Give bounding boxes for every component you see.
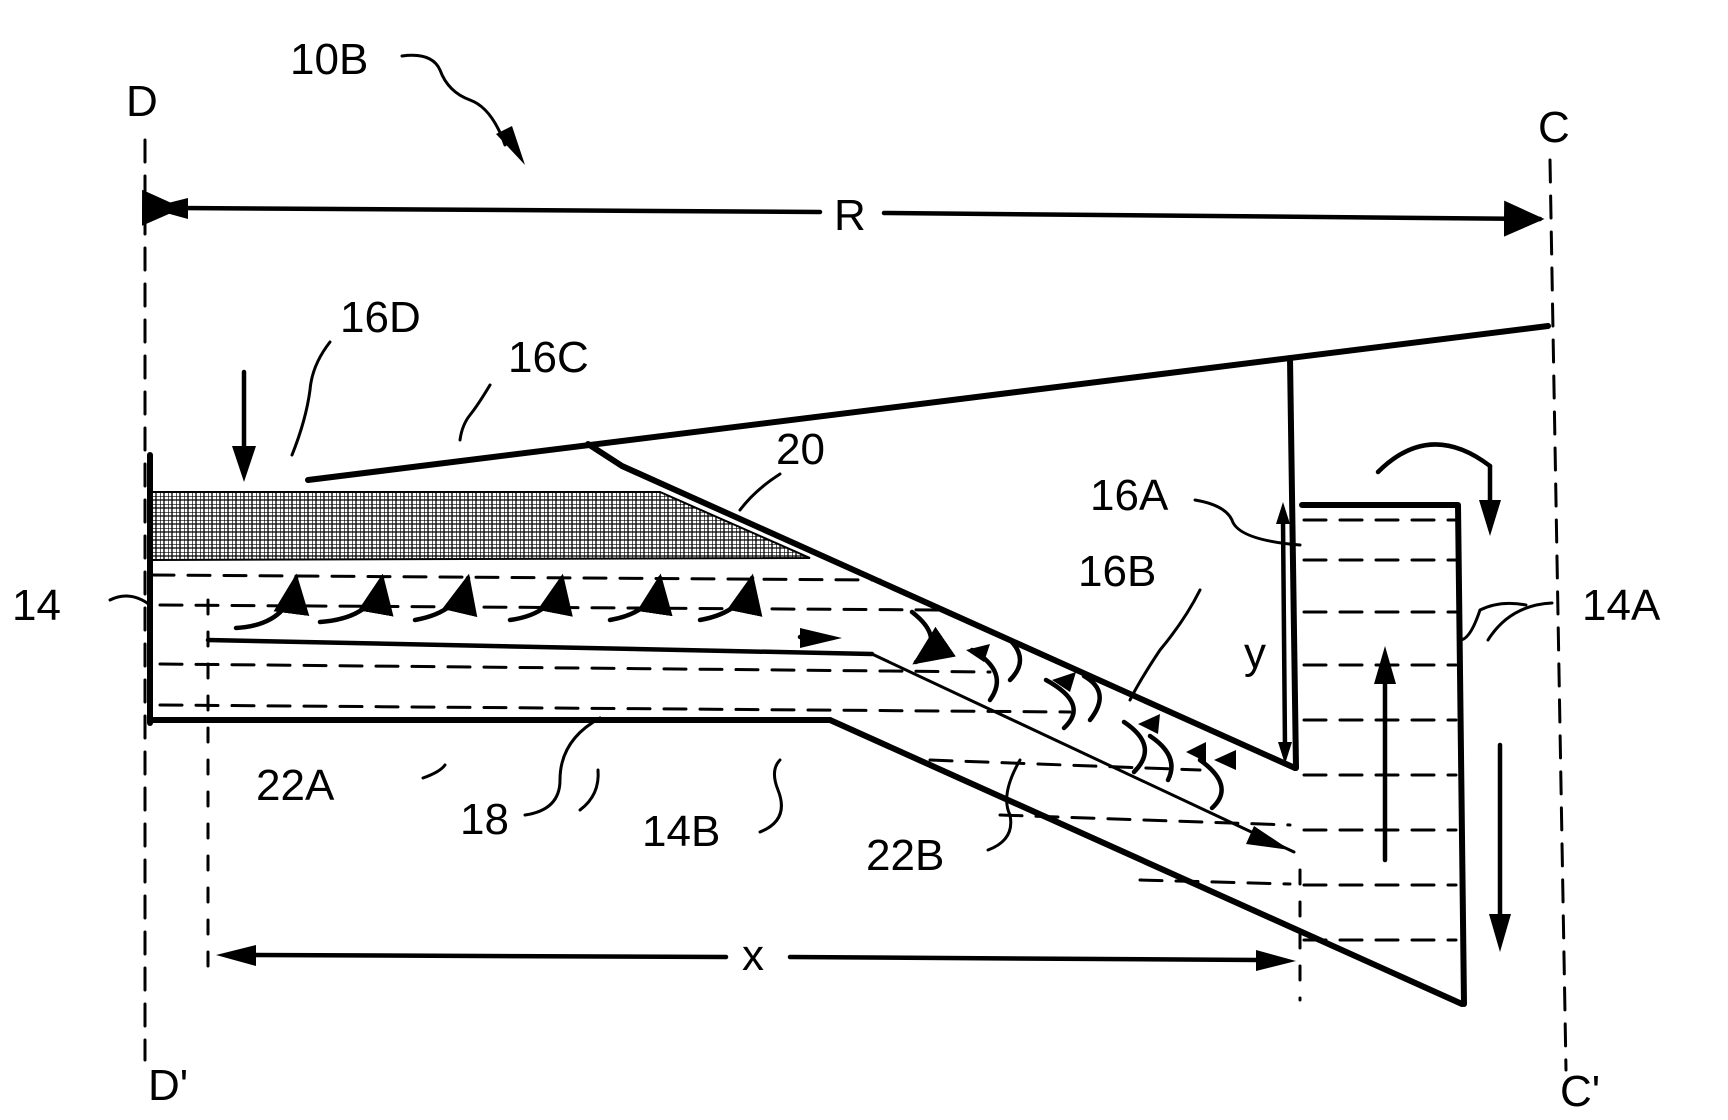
water-line	[158, 662, 992, 674]
label-18: 18	[460, 795, 509, 844]
arrowhead-x-right	[1256, 950, 1296, 971]
label-D: D	[126, 77, 158, 126]
label-22B: 22B	[866, 831, 944, 880]
label-16C: 16C	[508, 333, 589, 382]
label-10B: 10B	[290, 35, 368, 84]
label-20: 20	[776, 425, 825, 474]
water-line	[158, 703, 1072, 714]
label-C-prime: C'	[1560, 1067, 1600, 1116]
dimension-R-line-right	[881, 200, 1545, 237]
ref-10B-arrowhead	[496, 126, 525, 165]
dimension-x-line-left	[247, 952, 729, 960]
label-16D: 16D	[340, 293, 421, 342]
water-line	[928, 758, 1202, 772]
arrowhead-y-bottom	[1278, 742, 1292, 764]
arrowhead-x-left	[216, 945, 256, 966]
label-22A: 22A	[256, 761, 335, 810]
water-line	[998, 813, 1292, 827]
arrowhead-y-top	[1276, 502, 1290, 524]
water-line	[158, 603, 942, 612]
vertical-baffle-16A	[1287, 355, 1299, 771]
flow-channel-slope	[870, 652, 1296, 854]
upflow-arrows	[233, 573, 763, 631]
flow-arrow-horizontal-head	[800, 628, 842, 648]
dimension-R-line-left	[141, 189, 823, 226]
label-16A: 16A	[1090, 471, 1169, 520]
label-16B: 16B	[1078, 547, 1156, 596]
sloped-bottom-14B	[827, 717, 1465, 1007]
water-line	[1138, 878, 1292, 886]
leader-lines	[108, 53, 1554, 852]
inlet-arrow-head	[232, 446, 256, 482]
dimension-x-line-right	[787, 954, 1261, 963]
label-D-prime: D'	[148, 1061, 188, 1110]
upper-wall-16C	[305, 323, 1551, 483]
label-14B: 14B	[642, 807, 720, 856]
dimension-y-line	[1280, 517, 1288, 751]
flow-channel-top	[205, 637, 875, 657]
flow-arrow-sloped-head	[1246, 826, 1290, 850]
label-x: x	[742, 931, 764, 980]
eddy-arrowheads	[966, 644, 1236, 770]
flow-arrow-down-head	[1489, 914, 1511, 952]
flow-arrow-up-head	[1374, 646, 1396, 684]
overflow-arrow	[1375, 442, 1493, 475]
label-R: R	[834, 191, 866, 240]
eddy-arrows	[909, 609, 1224, 811]
centerline-C	[1548, 158, 1568, 1072]
arrowhead-R-left	[148, 198, 188, 219]
overflow-arrow-head	[1479, 500, 1501, 536]
water-line	[150, 573, 882, 582]
label-14A: 14A	[1582, 581, 1661, 630]
label-y: y	[1244, 629, 1266, 678]
sludge-blanket	[149, 491, 811, 562]
label-14: 14	[12, 581, 61, 630]
right-chamber-14A	[1299, 502, 1467, 1007]
label-C: C	[1538, 103, 1570, 152]
sloped-baffle-20	[585, 441, 1298, 771]
